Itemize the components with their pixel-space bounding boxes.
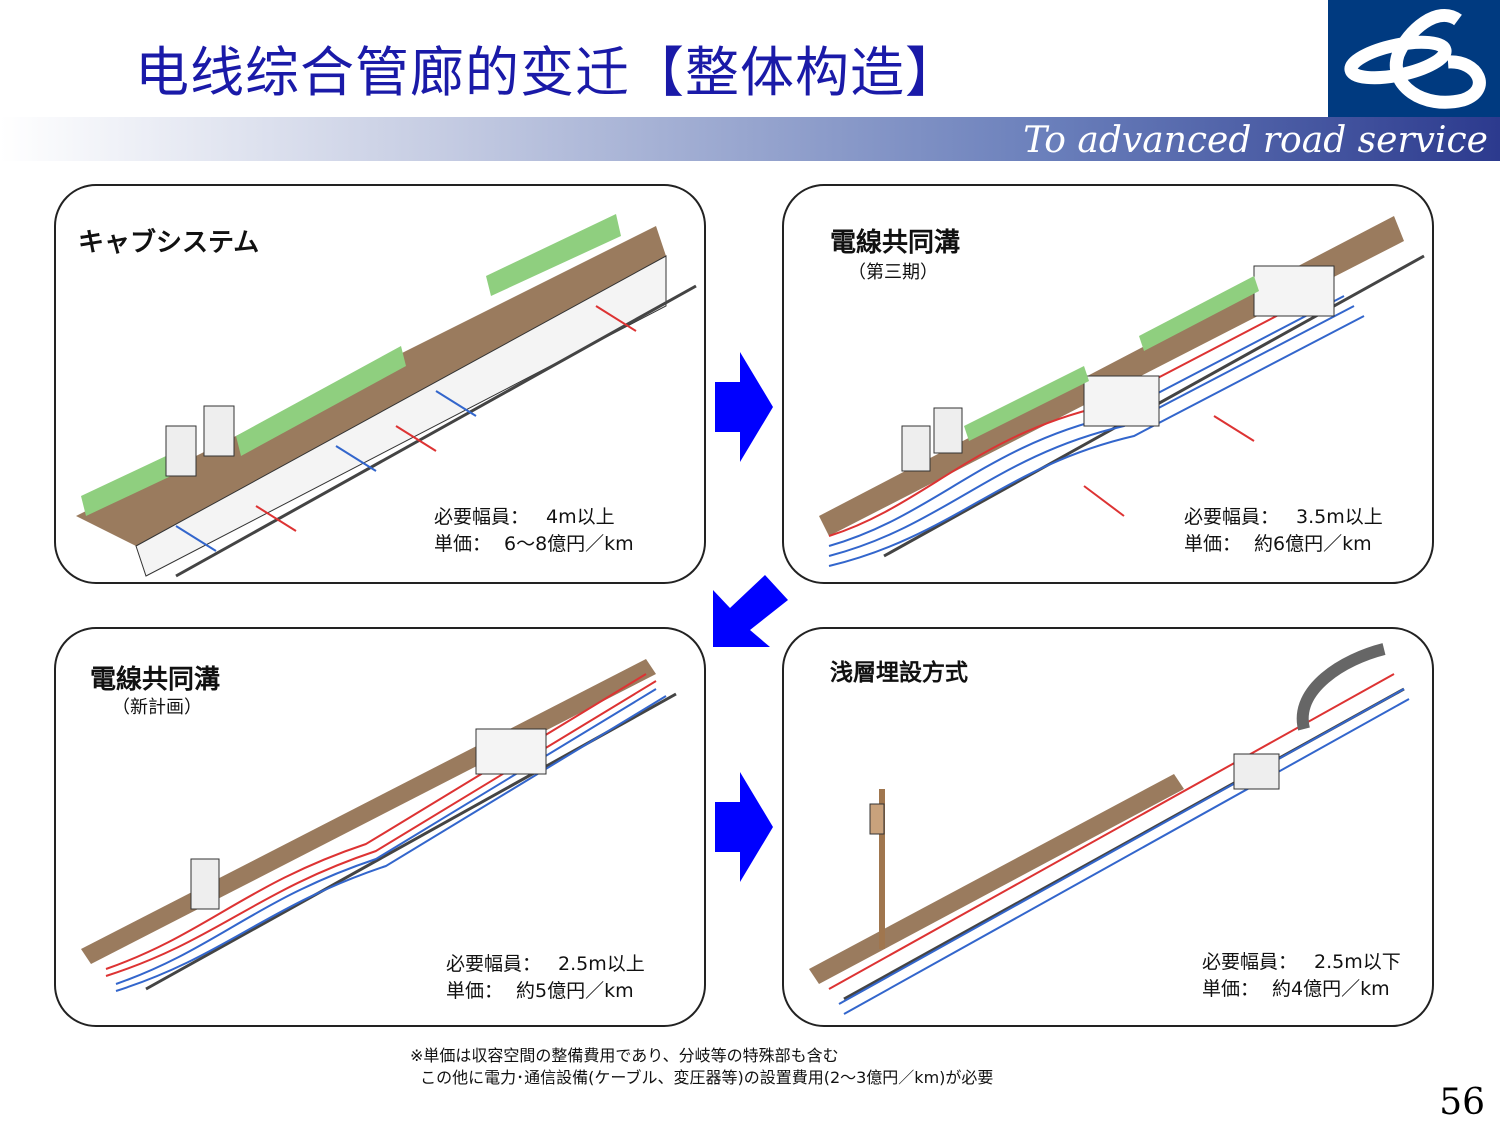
price-value: 約6億円／km	[1254, 533, 1372, 555]
price-value: 約4億円／km	[1272, 978, 1390, 1000]
width-value: 2.5m以下	[1314, 951, 1401, 973]
page-title: 电线综合管廊的变迁【整体构造】	[135, 41, 960, 104]
price-label: 単価：	[1202, 978, 1260, 1000]
spec-text: 必要幅員： 4m以上 単価： 6～8億円／km	[434, 504, 634, 558]
panel-subtitle: （新計画）	[112, 697, 202, 718]
header-band	[0, 117, 1500, 161]
shallow-burial-illustration	[809, 643, 1410, 1015]
width-value: 2.5m以上	[558, 953, 645, 975]
price-value: 約5億円／km	[516, 980, 634, 1002]
width-label: 必要幅員：	[1202, 951, 1298, 973]
panel-title: 電線共同溝	[830, 228, 961, 258]
panel-title: 電線共同溝	[90, 665, 221, 695]
tagline: To advanced road service	[1023, 120, 1488, 161]
width-label: 必要幅員：	[1184, 506, 1280, 528]
arrow-right-icon	[715, 352, 773, 462]
footnote-line-1: ※単価は収容空間の整備費用であり、分岐等の特殊部も含む	[410, 1046, 839, 1065]
panel-title: キャブシステム	[78, 228, 260, 258]
arrow-right-icon	[715, 772, 773, 882]
price-label: 単価：	[1184, 533, 1242, 555]
footnote-line-2: この他に電力･通信設備(ケーブル、変圧器等)の設置費用(2～3億円／km)が必要	[410, 1068, 994, 1087]
panel-shallow-burial: 浅層埋設方式 必要幅員： 2.5m以下 単価： 約4億円／km	[782, 627, 1434, 1027]
width-value: 3.5m以上	[1296, 506, 1383, 528]
joint-ditch-new-illustration	[81, 659, 677, 992]
width-value: 4m以上	[546, 506, 615, 528]
width-label: 必要幅員：	[446, 953, 542, 975]
panel-subtitle: （第三期）	[848, 262, 938, 283]
price-label: 単価：	[434, 533, 492, 555]
spec-text: 必要幅員： 2.5m以上 単価： 約5億円／km	[446, 951, 645, 1005]
logo	[1328, 0, 1500, 117]
page-number: 56	[1439, 1082, 1485, 1123]
panel-joint-ditch-new: 電線共同溝 （新計画） 必要幅員： 2.5m以上 単価： 約5億円／km	[54, 627, 706, 1027]
footnote: ※単価は収容空間の整備費用であり、分岐等の特殊部も含む この他に電力･通信設備(…	[410, 1045, 993, 1089]
panel-title: 浅層埋設方式	[830, 660, 968, 686]
cab-system-illustration	[76, 214, 697, 578]
price-label: 単価：	[446, 980, 504, 1002]
panel-cab-system: キャブシステム 必要幅員： 4m以上 単価： 6～8億円／km	[54, 184, 706, 584]
price-value: 6～8億円／km	[504, 533, 634, 555]
spec-text: 必要幅員： 2.5m以下 単価： 約4億円／km	[1202, 949, 1401, 1003]
width-label: 必要幅員：	[434, 506, 530, 528]
panel-joint-ditch-3rd: 電線共同溝 （第三期） 必要幅員： 3.5m以上 単価： 約6億円／km	[782, 184, 1434, 584]
joint-ditch-3rd-illustration	[819, 216, 1425, 567]
spec-text: 必要幅員： 3.5m以上 単価： 約6億円／km	[1184, 504, 1383, 558]
arrow-down-left-icon	[713, 575, 788, 647]
